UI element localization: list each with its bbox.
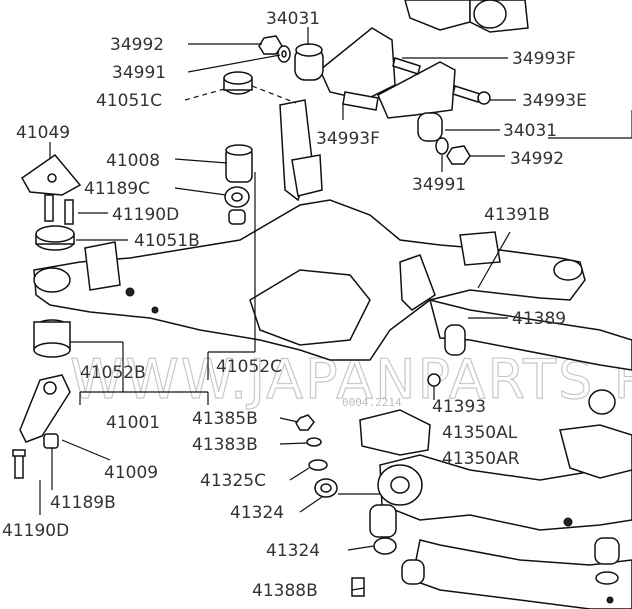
label-34991-left: 34991: [112, 63, 166, 83]
label-41389: 41389: [512, 309, 566, 329]
label-41325c: 41325C: [200, 471, 266, 491]
label-41350ar: 41350AR: [442, 449, 520, 469]
differential-mount-assembly: [294, 0, 529, 142]
label-41001: 41001: [106, 413, 160, 433]
label-41324-bottom: 41324: [266, 541, 320, 561]
label-41049: 41049: [16, 123, 70, 143]
bushing-41051b: [35, 225, 75, 251]
label-41350al: 41350AL: [442, 423, 518, 443]
bolt-41388b: [351, 577, 365, 597]
watermark-code: 0004.2214: [342, 396, 402, 409]
nut-34992-left: [258, 35, 283, 55]
bushing-41008: [225, 144, 253, 183]
label-34992-right: 34992: [510, 149, 564, 169]
label-41051c: 41051C: [96, 91, 162, 111]
bracket-41009: [19, 374, 71, 443]
label-41324-mid: 41324: [230, 503, 284, 523]
bushing-41051c: [223, 71, 253, 95]
label-41051b: 41051B: [134, 231, 200, 251]
washer-41383b: [306, 437, 322, 447]
label-34993f-top: 34993F: [512, 49, 576, 69]
label-34031-mid: 34031: [503, 121, 557, 141]
label-34993e: 34993E: [522, 91, 587, 111]
label-41008: 41008: [106, 151, 160, 171]
bolt-41190d-top: [44, 194, 74, 225]
label-34991-right: 34991: [412, 175, 466, 195]
nut-41385b: [295, 414, 315, 431]
collar-41189c: [224, 186, 250, 225]
label-34993f-mid: 34993F: [316, 129, 380, 149]
bushing-41324-bottom: [373, 537, 397, 555]
subframe-41001: [33, 99, 586, 361]
label-41388b: 41388B: [252, 581, 318, 601]
bushing-41324-mid: [314, 478, 338, 498]
washer-34991-left: [277, 45, 291, 63]
label-41189b: 41189B: [50, 493, 116, 513]
washer-34991-right: [435, 137, 449, 155]
label-41189c: 41189C: [84, 179, 150, 199]
label-41190d-bottom: 41190D: [2, 521, 69, 541]
label-41385b: 41385B: [192, 409, 258, 429]
label-34992-left: 34992: [110, 35, 164, 55]
label-41009: 41009: [104, 463, 158, 483]
label-41391b: 41391B: [484, 205, 550, 225]
label-41052b: 41052B: [80, 363, 146, 383]
bushing-41052b: [33, 319, 71, 358]
collar-41189b: [43, 433, 59, 449]
label-41383b: 41383B: [192, 435, 258, 455]
label-41190d-top: 41190D: [112, 205, 179, 225]
label-41052c: 41052C: [216, 357, 282, 377]
label-34031-top: 34031: [266, 9, 320, 29]
bracket-41049: [21, 153, 82, 196]
bolt-41190d-bottom: [12, 449, 26, 479]
leader-lines: [39, 27, 632, 591]
label-41393: 41393: [432, 397, 486, 417]
part-labels: 34031 34992 34993F 34991 41051C 34993E 3…: [2, 9, 587, 601]
nut-34992-right: [446, 145, 471, 165]
washer-41325c: [308, 459, 328, 471]
